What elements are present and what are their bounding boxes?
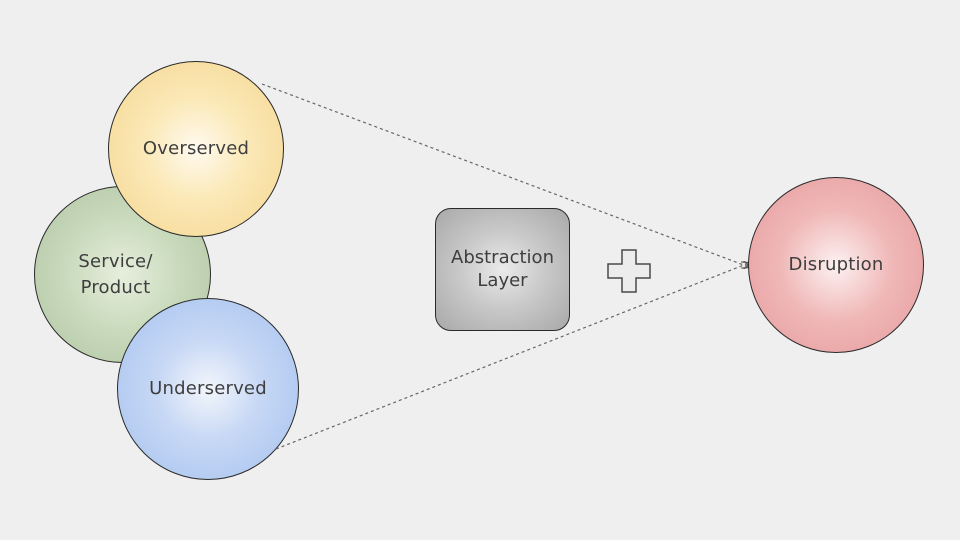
plus-icon <box>607 249 651 293</box>
underserved-node: Underserved <box>117 298 299 480</box>
abstraction-layer-box: Abstraction Layer <box>435 208 570 331</box>
disruption-node: Disruption <box>748 177 924 353</box>
abstraction-layer-label: Abstraction Layer <box>451 247 554 291</box>
overserved-label: Overserved <box>142 138 250 160</box>
underserved-label: Underserved <box>149 378 267 400</box>
overserved-node: Overserved <box>108 61 284 237</box>
disruption-label: Disruption <box>788 254 884 276</box>
service-product-label: Service/ Product <box>78 251 153 298</box>
